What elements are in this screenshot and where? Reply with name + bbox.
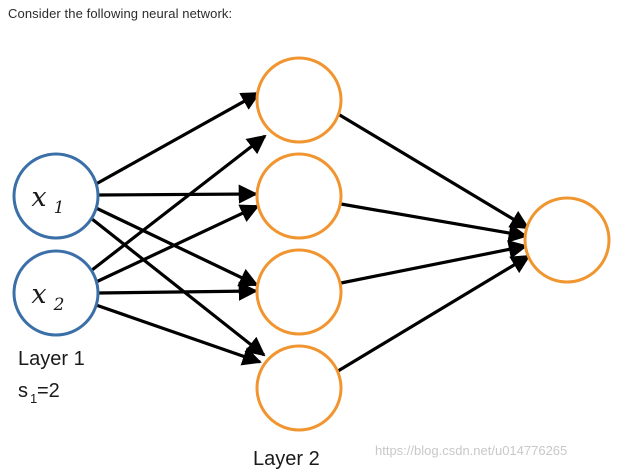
edge-x1-a1: [95, 91, 261, 186]
node-x2[interactable]: [12, 249, 100, 337]
edges-group: [91, 91, 531, 373]
node-x1-label-sub: 1: [54, 198, 65, 218]
layer1-caption: Layer 1 s 1 =2: [18, 348, 85, 406]
node-a1[interactable]: [255, 56, 343, 144]
edge-a3-out: [340, 239, 528, 285]
layer2-label: Layer 2: [253, 448, 320, 470]
edge-a2-out: [340, 202, 528, 243]
node-x2-label: x: [31, 279, 46, 310]
page-caption: Consider the following neural network:: [8, 6, 233, 21]
node-a2[interactable]: [255, 152, 343, 240]
output-node-group: [523, 196, 611, 284]
input-nodes-group: x 1 x 2: [12, 152, 100, 337]
hidden-nodes-group: [255, 56, 343, 432]
node-a4[interactable]: [255, 344, 343, 432]
layer1-label: Layer 1: [18, 348, 85, 370]
watermark: https://blog.csdn.net/u014776265: [375, 443, 567, 458]
edge-x1-a4: [91, 217, 266, 357]
edge-x2-a1: [91, 134, 267, 272]
node-x1-label: x: [31, 182, 46, 213]
layer1-sublabel-base: s: [18, 380, 28, 402]
edge-x1-a2: [97, 184, 258, 204]
edge-x2-a3: [97, 281, 258, 301]
node-a3[interactable]: [255, 248, 343, 336]
edge-x2-a2: [95, 204, 260, 284]
node-output[interactable]: [523, 196, 611, 284]
edge-a4-out: [337, 254, 531, 373]
node-x1[interactable]: [12, 152, 100, 240]
edge-x1-a3: [95, 206, 259, 287]
layer1-sublabel-rest: =2: [37, 380, 60, 402]
node-x2-label-sub: 2: [53, 295, 65, 315]
edge-a1-out: [337, 112, 530, 230]
edge-x2-a4: [95, 303, 262, 366]
layer2-caption: Layer 2: [253, 448, 320, 470]
layer1-sublabel-sub: 1: [30, 391, 37, 406]
